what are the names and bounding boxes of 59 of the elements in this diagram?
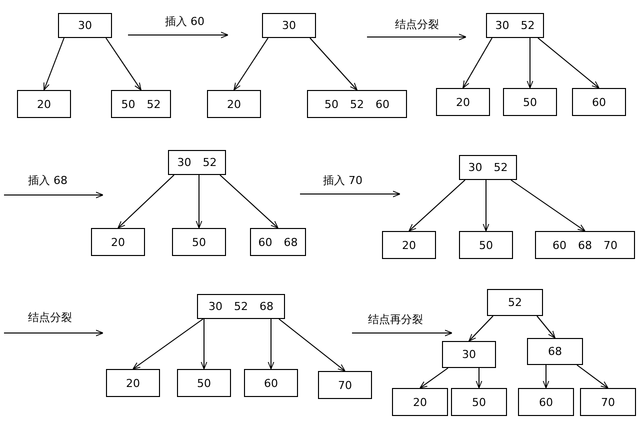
key-box: 60 68 70 [535,231,635,259]
key-box: 68 [527,338,583,365]
key-box: 20 [436,88,490,116]
arrow [420,368,448,388]
arrow [538,38,600,88]
key-box: 50 [459,231,513,259]
arrow [132,318,204,370]
key-box: 30 [58,13,112,38]
key-box: 60 [518,388,574,416]
arrow [278,318,346,372]
arrow [576,364,608,388]
arrow [482,180,490,232]
arrow [196,174,202,228]
key-box: 20 [106,369,160,397]
arrow [118,174,174,228]
arrow [408,180,466,232]
key-box: 20 [382,231,436,259]
key-box: 20 [392,388,448,416]
arrow [310,38,358,90]
arrow [542,364,550,388]
arrow [526,38,534,88]
key-box: 60 [572,88,626,116]
key-box: 30 52 68 [197,294,285,319]
step-label: 结点再分裂 [368,312,423,327]
arrow [510,180,586,232]
key-box: 30 [262,13,316,38]
key-box: 50 [172,228,226,256]
key-box: 20 [207,90,261,118]
key-box: 30 52 [168,150,226,175]
key-box: 50 [451,388,507,416]
step-label: 结点分裂 [28,310,72,325]
key-box: 50 52 [111,90,171,118]
step-label: 插入 70 [323,173,362,188]
key-box: 20 [17,90,71,118]
key-box: 50 [177,369,231,397]
arrow [268,318,274,370]
key-box: 30 [442,341,496,368]
key-box: 60 [244,369,298,397]
step-label: 插入 68 [28,173,68,188]
key-box: 20 [91,228,145,256]
key-box: 60 68 [250,228,306,256]
key-box: 50 [503,88,557,116]
arrow [536,316,556,338]
arrow [234,38,268,90]
key-box: 50 52 60 [307,90,407,118]
key-box: 52 [487,289,543,316]
arrow [106,38,142,90]
key-box: 70 [580,388,636,416]
key-box: 30 52 [486,13,544,38]
arrow [43,38,64,90]
arrow [462,38,492,88]
arrow [468,316,494,342]
step-label: 插入 60 [165,14,204,29]
key-box: 70 [318,371,372,399]
arrow [200,318,208,370]
key-box: 30 52 [459,155,517,180]
arrow [476,368,482,388]
step-label: 结点分裂 [395,17,439,32]
arrow [220,174,278,228]
